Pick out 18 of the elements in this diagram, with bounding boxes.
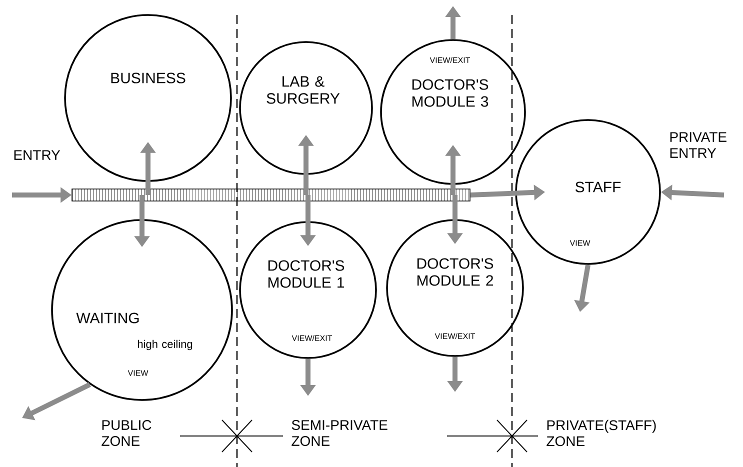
zone-label: SEMI-PRIVATE ZONE — [292, 420, 388, 446]
room-label: DOCTOR'S MODULE 1 — [268, 260, 344, 288]
room-label: VIEW/EXIT — [430, 57, 470, 63]
zone-label: ENTRY — [14, 150, 60, 160]
room-label: VIEW — [570, 240, 590, 246]
room-label: VIEW — [128, 370, 148, 376]
room-label: STAFF — [576, 182, 621, 192]
corridor-bar — [72, 188, 470, 202]
room-label: VIEW/EXIT — [434, 333, 476, 339]
zone-label: PRIVATE(STAFF) ZONE — [546, 420, 656, 446]
room-label: VIEW/EXIT — [292, 335, 332, 341]
room-label: LAB & SURGERY — [266, 76, 340, 104]
room-label: WAITING — [76, 312, 139, 324]
room-label: high ceiling — [138, 340, 192, 350]
room-label: DOCTOR'S MODULE 3 — [412, 79, 488, 107]
zone-label: PUBLIC ZONE — [102, 420, 152, 446]
room-label: DOCTOR'S MODULE 2 — [417, 258, 494, 286]
room-label: BUSINESS — [111, 72, 186, 84]
